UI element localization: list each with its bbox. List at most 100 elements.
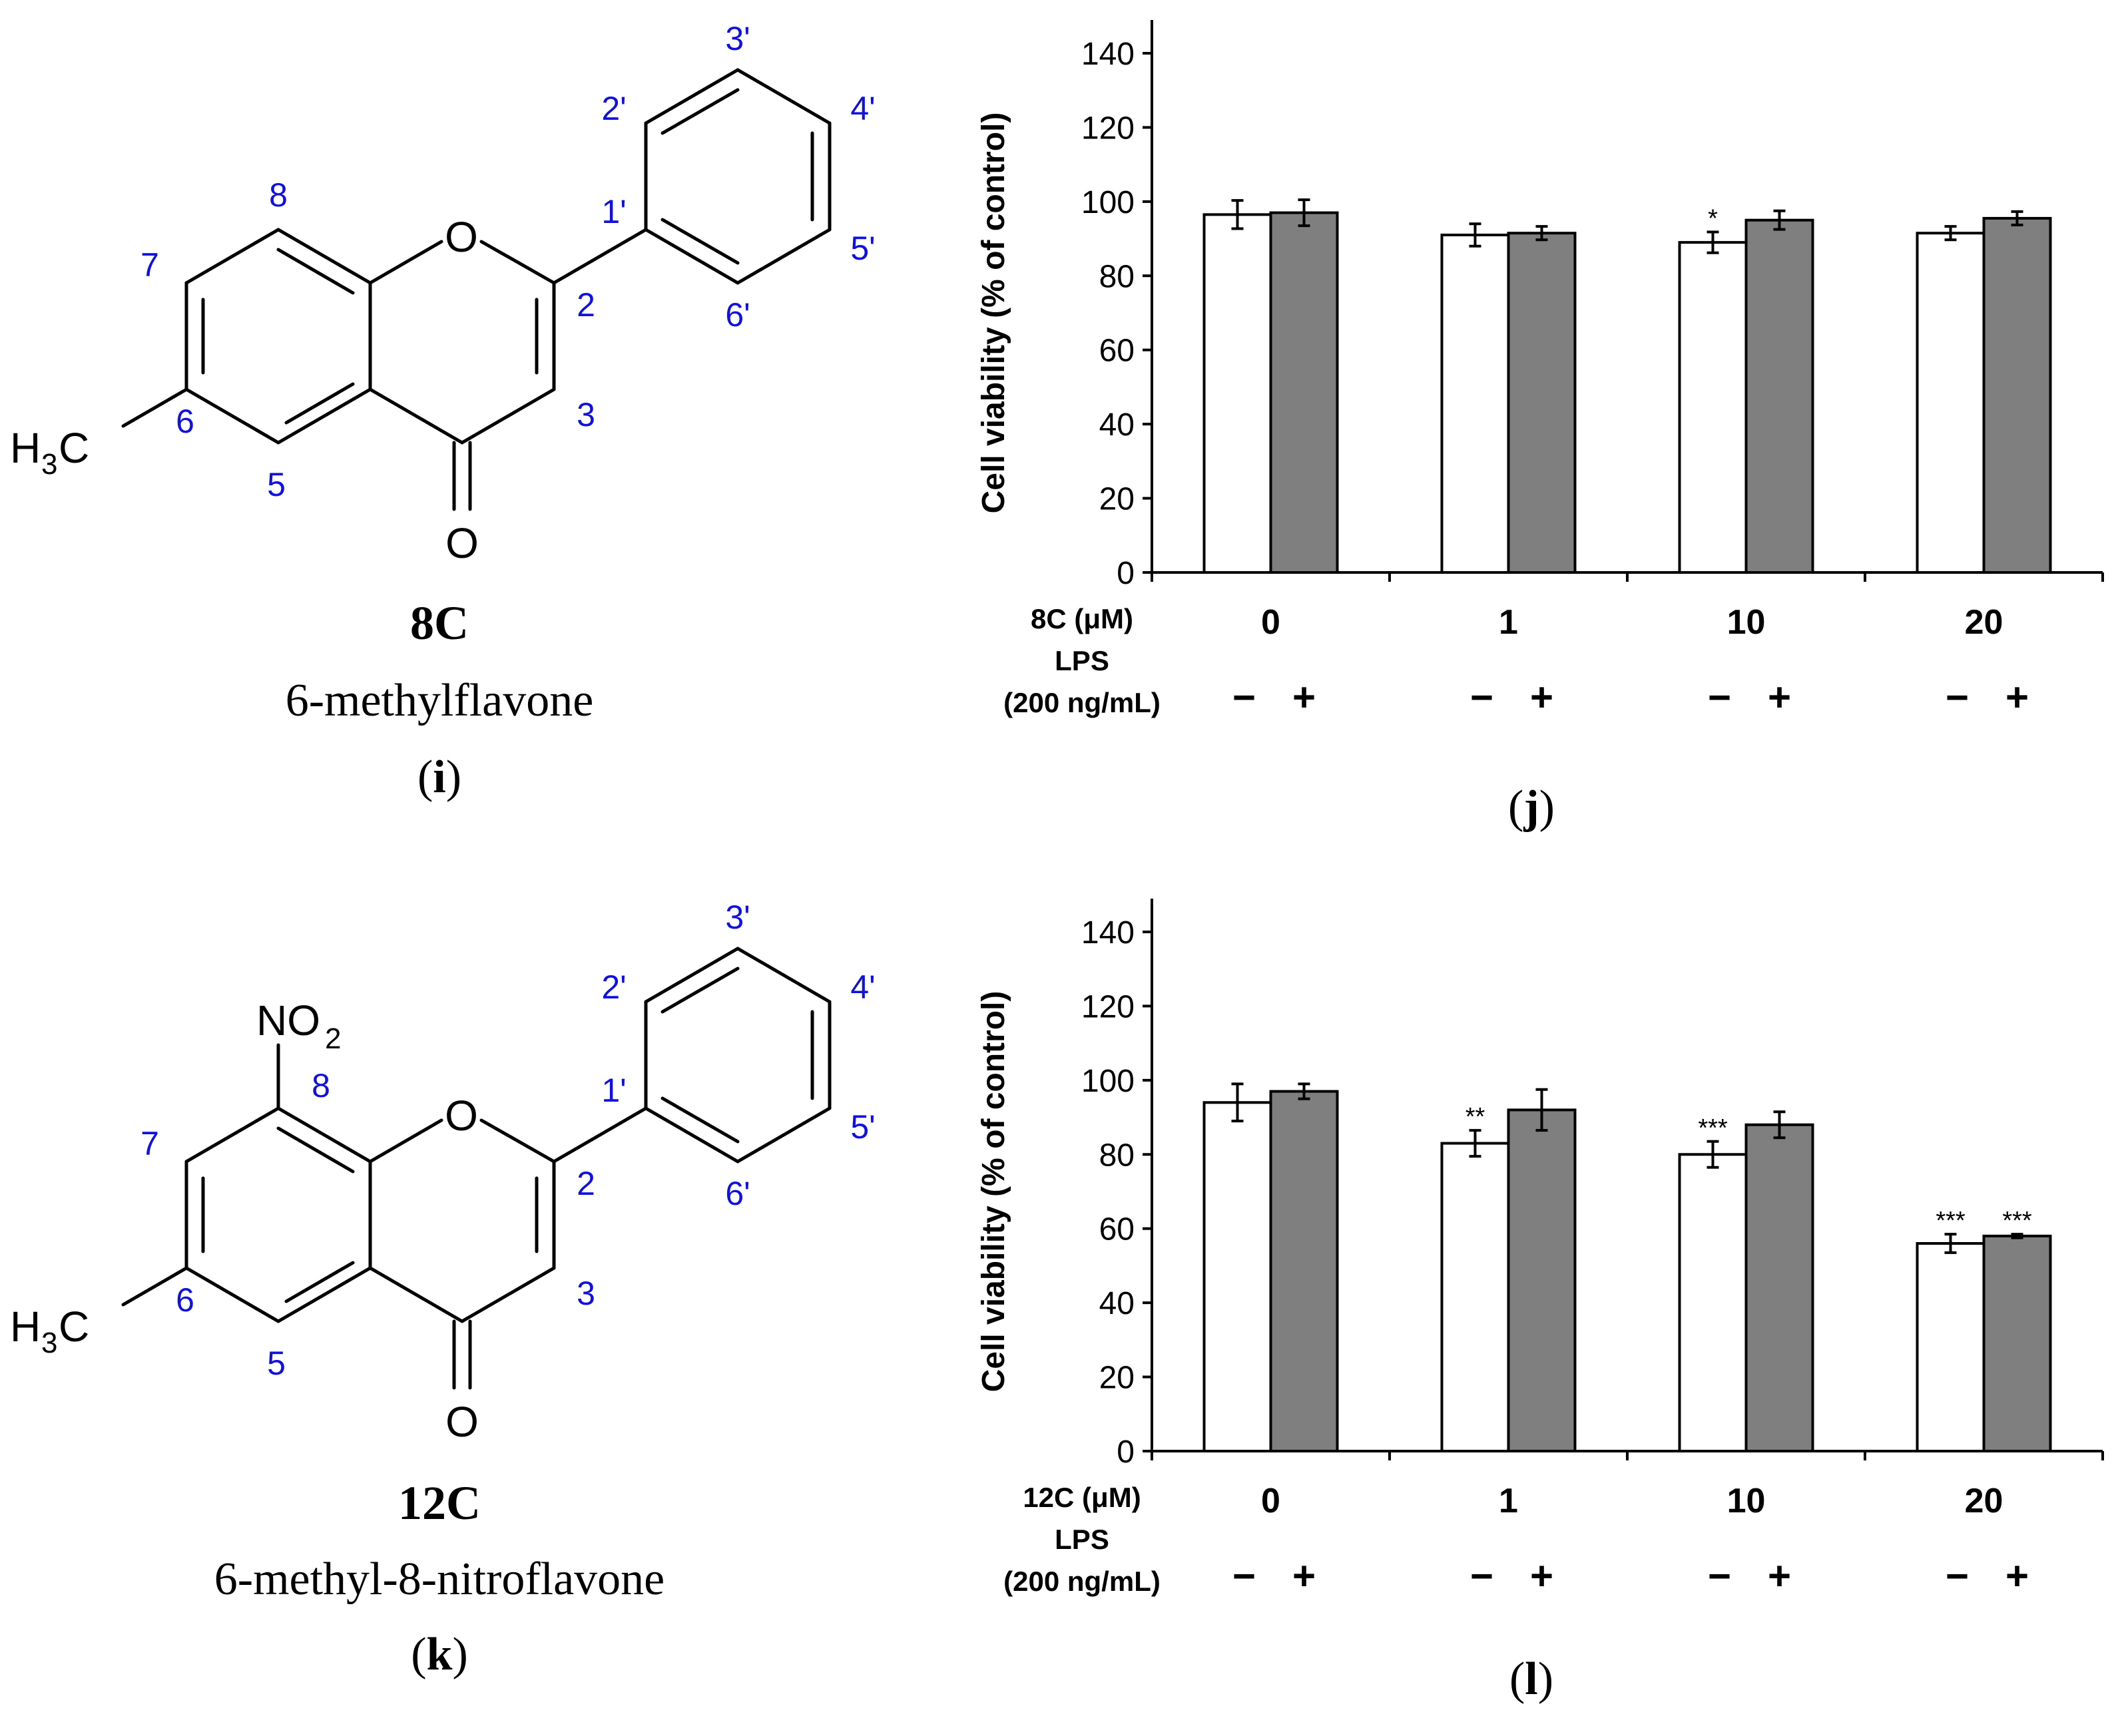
panel-close: ) xyxy=(1539,781,1555,833)
bar xyxy=(1678,241,1748,574)
bar xyxy=(1507,232,1577,574)
panel-close: ) xyxy=(1538,1653,1553,1705)
nitro-subscript: 2 xyxy=(325,1022,341,1055)
methyl-group: H 3 C xyxy=(10,424,89,481)
locant-3: 3 xyxy=(577,396,595,433)
locant-7: 7 xyxy=(140,1125,159,1162)
lps-sign: − xyxy=(1470,675,1493,720)
row-label-lps: LPS xyxy=(1055,1524,1109,1555)
y-tick-label: 20 xyxy=(1099,482,1135,517)
locant-5p: 5' xyxy=(850,1108,875,1146)
y-axis-label: Cell viability (% of control) xyxy=(976,112,1011,514)
concentration-label: 10 xyxy=(1727,603,1766,642)
locant-5: 5 xyxy=(267,1345,286,1382)
lps-sign: + xyxy=(1292,1554,1316,1598)
lps-sign: + xyxy=(2005,1554,2029,1598)
lps-sign: − xyxy=(1946,675,1969,720)
locant-3: 3 xyxy=(577,1275,595,1312)
locant-6: 6 xyxy=(176,403,194,440)
locant-2: 2 xyxy=(577,286,595,324)
bar xyxy=(1678,1153,1748,1453)
y-tick-label: 80 xyxy=(1099,259,1135,294)
concentration-label: 0 xyxy=(1261,1482,1280,1520)
y-tick-label: 140 xyxy=(1081,915,1135,951)
y-tick-label: 40 xyxy=(1099,407,1135,443)
locant-8: 8 xyxy=(269,176,288,214)
bar xyxy=(1507,1108,1577,1452)
methyl-subscript: 3 xyxy=(41,1327,57,1359)
locant-2p: 2' xyxy=(601,90,626,127)
panel-open: ( xyxy=(1509,1653,1525,1705)
bar xyxy=(1744,218,1814,574)
lps-sign: + xyxy=(1530,675,1553,720)
panel-letter: k xyxy=(427,1629,453,1680)
panel-close: ) xyxy=(452,1629,467,1680)
panel-letter: i xyxy=(433,752,445,803)
compound-code: 8C xyxy=(410,596,469,650)
bar xyxy=(1269,1090,1339,1452)
locant-6: 6 xyxy=(176,1281,194,1319)
lps-sign: + xyxy=(1292,675,1316,720)
significance-mark: * xyxy=(1708,205,1718,233)
lps-sign: + xyxy=(1768,1554,1791,1598)
panel-open: ( xyxy=(411,1629,426,1680)
locant-1p: 1' xyxy=(601,1072,626,1109)
nitro-group: NO 2 xyxy=(256,996,341,1055)
panel-label: (l) xyxy=(1509,1653,1553,1705)
panel-label-k: (k) xyxy=(411,1629,468,1680)
methyl-c: C xyxy=(59,1303,89,1351)
y-tick-label: 100 xyxy=(1081,1064,1135,1099)
significance-mark: *** xyxy=(2002,1207,2032,1235)
locant-2p: 2' xyxy=(601,969,626,1006)
lps-sign: − xyxy=(1708,1554,1731,1598)
y-tick-label: 120 xyxy=(1081,110,1135,146)
locant-3p: 3' xyxy=(725,20,750,57)
y-tick-label: 0 xyxy=(1117,1434,1135,1470)
panel-label: (j) xyxy=(1508,781,1555,833)
ring-oxygen: O xyxy=(445,213,478,261)
carbonyl-oxygen: O xyxy=(445,519,479,567)
structure-12c: O O H 3 C NO 2 8 7 6 5 2 3 1' 2' 3' 4' 5… xyxy=(10,899,876,1680)
y-tick-label: 20 xyxy=(1099,1361,1135,1396)
locant-6p: 6' xyxy=(725,1175,750,1212)
locant-1p: 1' xyxy=(601,193,626,230)
panel-letter: l xyxy=(1525,1653,1537,1705)
y-tick-label: 60 xyxy=(1099,1212,1135,1247)
lps-sign: − xyxy=(1470,1554,1493,1598)
row-label-lps-dose: (200 ng/mL) xyxy=(1003,687,1161,718)
locant-5p: 5' xyxy=(850,230,875,267)
lps-sign: − xyxy=(1232,675,1256,720)
bar xyxy=(1202,213,1272,574)
methyl-c: C xyxy=(59,424,89,472)
locant-3p: 3' xyxy=(725,899,750,936)
ring-oxygen: O xyxy=(445,1092,478,1140)
significance-mark: *** xyxy=(1936,1207,1966,1235)
bar xyxy=(1202,1101,1272,1453)
concentration-label: 1 xyxy=(1499,1482,1518,1520)
lps-sign: − xyxy=(1232,1554,1256,1598)
nitro-no: NO xyxy=(256,996,320,1044)
row-label-lps-dose: (200 ng/mL) xyxy=(1003,1566,1161,1597)
panel-letter: j xyxy=(1523,781,1539,833)
bar xyxy=(1916,232,1985,574)
locant-6p: 6' xyxy=(725,296,750,333)
locants-8c: 8 7 6 5 2 3 1' 2' 3' 4' 5' 6' xyxy=(140,20,876,503)
y-tick-label: 120 xyxy=(1081,989,1135,1024)
compound-code: 12C xyxy=(398,1476,481,1530)
concentration-label: 20 xyxy=(1965,1482,2003,1520)
bar xyxy=(1440,1142,1510,1452)
lps-sign: − xyxy=(1708,675,1731,720)
concentration-label: 1 xyxy=(1499,603,1518,642)
methyl-group: H 3 C xyxy=(10,1303,89,1359)
locant-4p: 4' xyxy=(850,969,875,1006)
locant-8: 8 xyxy=(312,1067,330,1104)
locant-2: 2 xyxy=(577,1165,595,1202)
concentration-label: 0 xyxy=(1261,603,1280,642)
bar xyxy=(1916,1242,1985,1452)
bar xyxy=(1744,1123,1814,1452)
structure-8c: O O H 3 C 8 7 6 5 2 3 1' 2' 3' 4' 5' 6' … xyxy=(10,20,876,803)
locant-7: 7 xyxy=(140,246,159,284)
bonds-8c xyxy=(121,68,832,511)
